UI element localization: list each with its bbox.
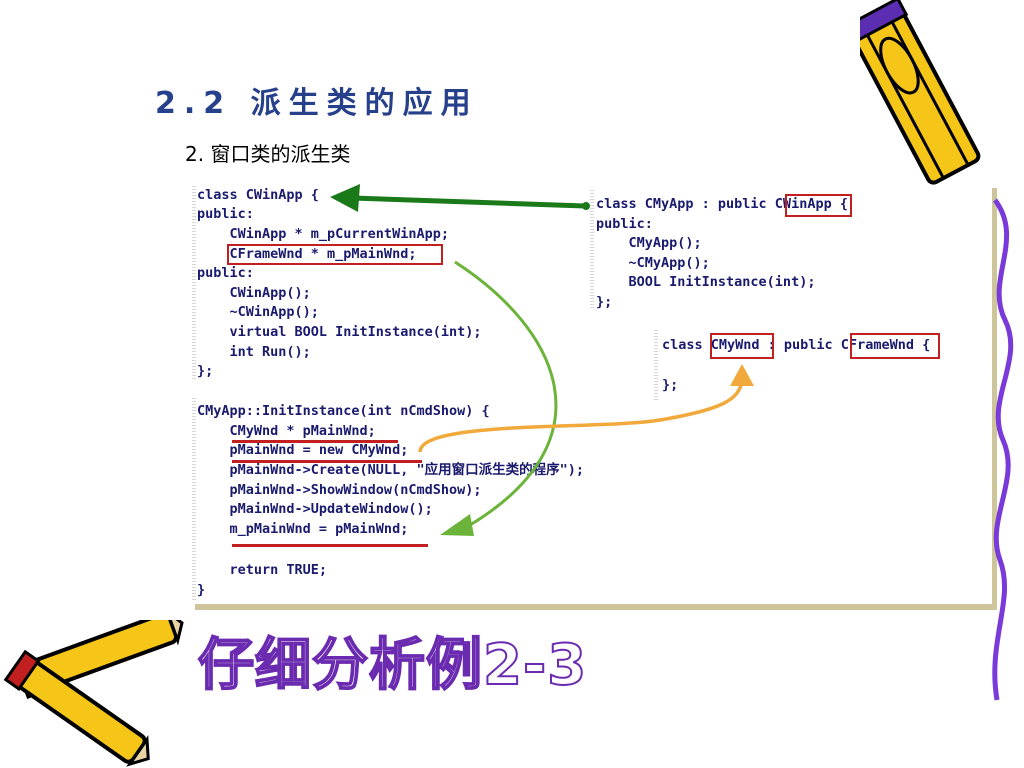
underline-cmywnd-decl bbox=[232, 440, 398, 443]
squiggle-decoration-icon bbox=[992, 198, 1014, 701]
code-line: return TRUE; bbox=[197, 562, 328, 578]
underline-new-cmywnd bbox=[232, 460, 422, 463]
code-gutter bbox=[654, 330, 658, 400]
code-line: int Run(); bbox=[197, 344, 311, 360]
code-line: CWinApp(); bbox=[197, 285, 311, 301]
code-line: CWinApp * m_pCurrentWinApp; bbox=[197, 226, 449, 242]
code-block-cmyapp: class CMyApp : public CWinApp { public: … bbox=[0, 196, 1024, 464]
slide-title: 2.2 派生类的应用 bbox=[155, 86, 479, 121]
arrow-mainwnd-link bbox=[454, 260, 558, 527]
code-line: virtual BOOL InitInstance(int); bbox=[197, 324, 482, 340]
code-line: CMyApp(); bbox=[596, 235, 702, 251]
code-line: }; bbox=[662, 377, 679, 393]
arrow-inheritance-cmyapp bbox=[351, 195, 586, 209]
code-line: pMainWnd->ShowWindow(nCmdShow); bbox=[197, 482, 482, 498]
highlight-cframewnd-member bbox=[227, 244, 443, 265]
code-block-cmywnd: class CMyWnd : public CFrameWnd { }; bbox=[0, 337, 1024, 528]
code-line: public: bbox=[197, 265, 254, 281]
code-line: ~CWinApp(); bbox=[197, 304, 319, 320]
arrow-head-cmywnd bbox=[730, 364, 754, 386]
code-line: pMainWnd->Create(NULL, "应用窗口派生类的程序"); bbox=[197, 462, 584, 478]
code-gutter bbox=[590, 190, 594, 310]
slide-caption: 仔细分析例2-3 bbox=[197, 632, 588, 699]
arrow-head-mainwnd bbox=[440, 514, 474, 536]
highlight-cwinapp-base bbox=[785, 194, 852, 217]
slide-subtitle: 2. 窗口类的派生类 bbox=[185, 142, 351, 166]
code-line: pMainWnd = new CMyWnd; bbox=[197, 442, 409, 458]
arrow-head-cwinapp bbox=[330, 184, 360, 212]
underline-assign-mainwnd bbox=[232, 544, 428, 547]
code-block-cwinapp: class CWinApp { public: CWinApp * m_pCur… bbox=[0, 0, 1024, 379]
code-gutter bbox=[192, 186, 196, 380]
arrow-cmywnd-link bbox=[418, 379, 744, 453]
code-line: CMyApp::InitInstance(int nCmdShow) { bbox=[197, 403, 490, 419]
code-line: }; bbox=[596, 294, 613, 310]
code-line: public: bbox=[197, 206, 254, 222]
pencil-decoration-icon bbox=[860, 0, 981, 185]
code-gutter bbox=[192, 398, 196, 602]
code-line: public: bbox=[596, 216, 653, 232]
code-line: class CMyApp : public CWinApp { bbox=[596, 196, 848, 212]
pencils-decoration-icon bbox=[3, 620, 184, 767]
code-line: class CMyWnd : public CFrameWnd { bbox=[662, 337, 931, 353]
code-line: CMyWnd * pMainWnd; bbox=[197, 423, 376, 439]
code-line: class CWinApp { bbox=[197, 187, 319, 203]
code-line: m_pMainWnd = pMainWnd; bbox=[197, 521, 409, 537]
code-line: pMainWnd->UpdateWindow(); bbox=[197, 501, 433, 517]
code-line: BOOL InitInstance(int); bbox=[596, 274, 816, 290]
code-block-initinstance: CMyApp::InitInstance(int nCmdShow) { CMy… bbox=[0, 176, 1024, 598]
code-line: ~CMyApp(); bbox=[596, 255, 710, 271]
highlight-cframewnd-base bbox=[850, 333, 940, 359]
code-line: } bbox=[197, 582, 206, 598]
highlight-cmywnd bbox=[710, 333, 774, 359]
code-line: }; bbox=[197, 363, 214, 379]
code-line: CFrameWnd * m_pMainWnd; bbox=[197, 246, 417, 262]
arrow-tail-dot bbox=[582, 202, 590, 210]
